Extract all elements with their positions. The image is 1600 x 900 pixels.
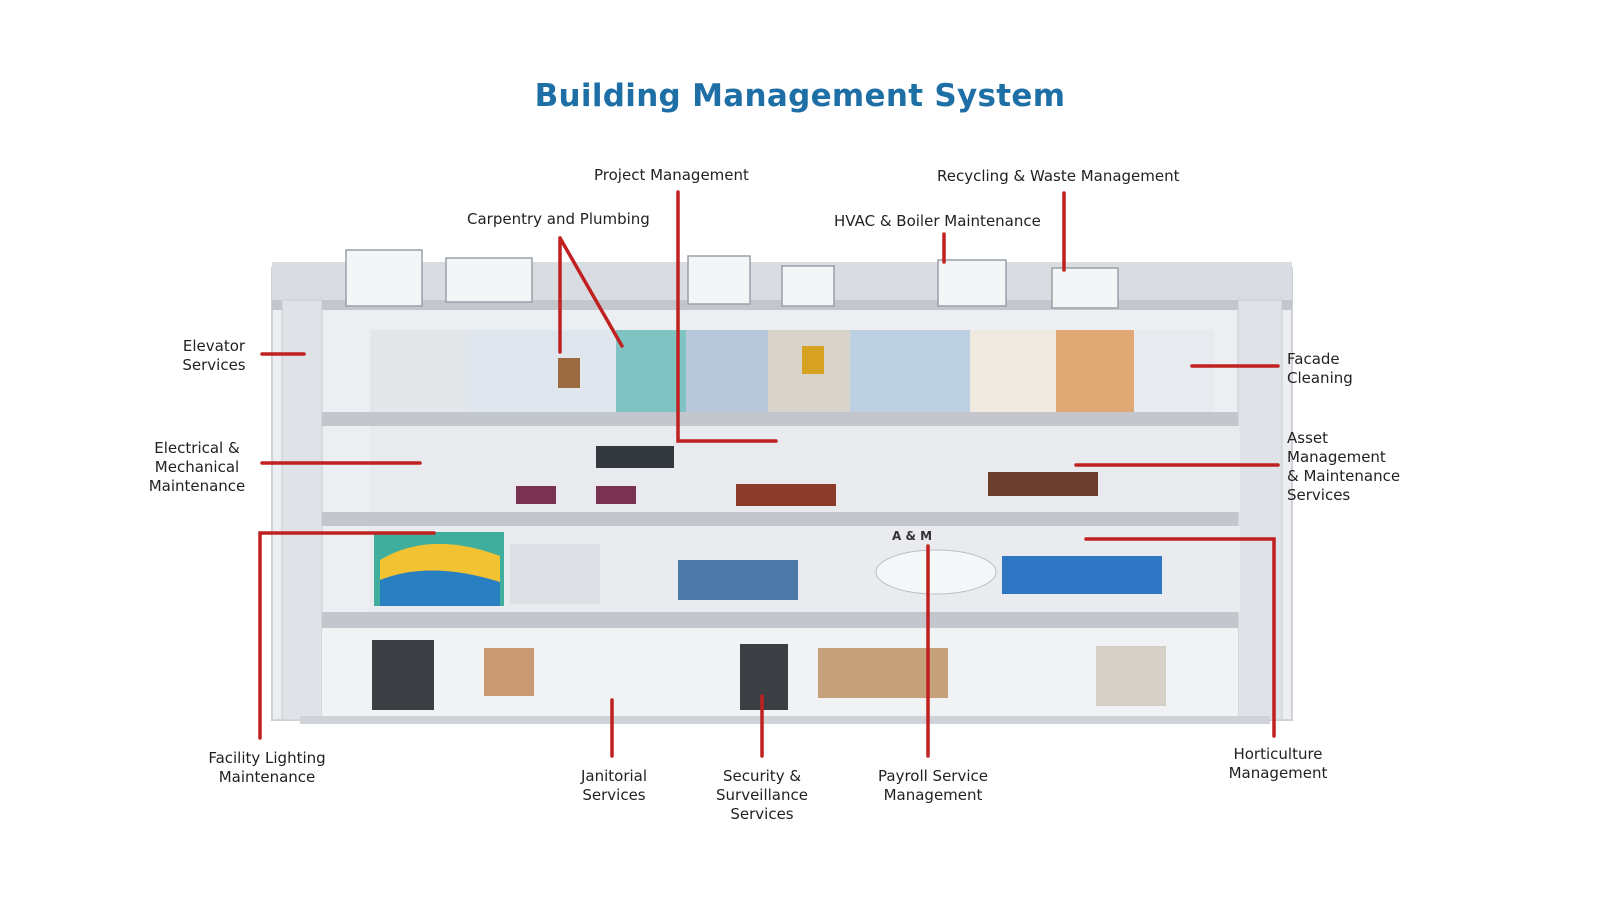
label-line: Horticulture	[1233, 745, 1323, 763]
label-line: Janitorial	[580, 767, 648, 785]
label-janitorial-services: Janitorial Services	[562, 767, 666, 805]
label-line: & Maintenance	[1287, 467, 1401, 485]
leader-lines	[258, 190, 1280, 758]
label-line: Facility Lighting	[208, 749, 326, 767]
label-line: Services	[182, 356, 246, 374]
label-line: Electrical &	[154, 439, 240, 457]
label-line: Management	[1228, 764, 1328, 782]
carpentry-leader-2	[558, 236, 624, 348]
page-title: Building Management System	[534, 78, 1066, 114]
label-line: Management	[1287, 448, 1386, 466]
label-payroll-service: Payroll Service Management	[866, 767, 1000, 805]
label-horticulture: Horticulture Management	[1218, 745, 1338, 783]
label-facility-lighting: Facility Lighting Maintenance	[196, 749, 338, 787]
label-recycling-waste: Recycling & Waste Management	[937, 167, 1180, 185]
label-facade-cleaning: Facade Cleaning	[1287, 350, 1353, 388]
label-line: Services	[1287, 486, 1351, 504]
label-elevator-services: Elevator Services	[172, 337, 256, 375]
horticulture-leader	[1084, 537, 1276, 738]
label-line: Management	[883, 786, 983, 804]
label-line: Cleaning	[1287, 369, 1353, 387]
brand-sign: A & M	[892, 529, 932, 543]
label-line: Asset	[1287, 429, 1329, 447]
label-line: Security &	[722, 767, 802, 785]
label-line: Elevator	[182, 337, 246, 355]
label-carpentry-plumbing: Carpentry and Plumbing	[467, 210, 650, 228]
label-line: Mechanical	[154, 458, 240, 476]
label-line: Surveillance	[716, 786, 808, 804]
third-floor-rooms	[370, 426, 1240, 512]
label-hvac-boiler: HVAC & Boiler Maintenance	[834, 212, 1041, 230]
label-asset-management: Asset Management & Maintenance Services	[1287, 429, 1400, 505]
label-security-surveillance: Security & Surveillance Services	[706, 767, 818, 824]
label-line: Services	[582, 786, 646, 804]
project-management-leader	[676, 190, 778, 443]
lighting-leader	[258, 531, 436, 740]
label-project-management: Project Management	[594, 166, 749, 184]
label-line: Maintenance	[148, 477, 246, 495]
top-floor-rooms	[370, 330, 1214, 412]
label-line: Payroll Service	[878, 767, 988, 785]
ground-floor	[322, 628, 1238, 716]
rooftop-units	[345, 249, 1119, 309]
label-line: Services	[730, 805, 794, 823]
label-electrical-mechanical: Electrical & Mechanical Maintenance	[140, 439, 254, 496]
label-line: Maintenance	[218, 768, 316, 786]
label-line: Facade	[1287, 350, 1340, 368]
